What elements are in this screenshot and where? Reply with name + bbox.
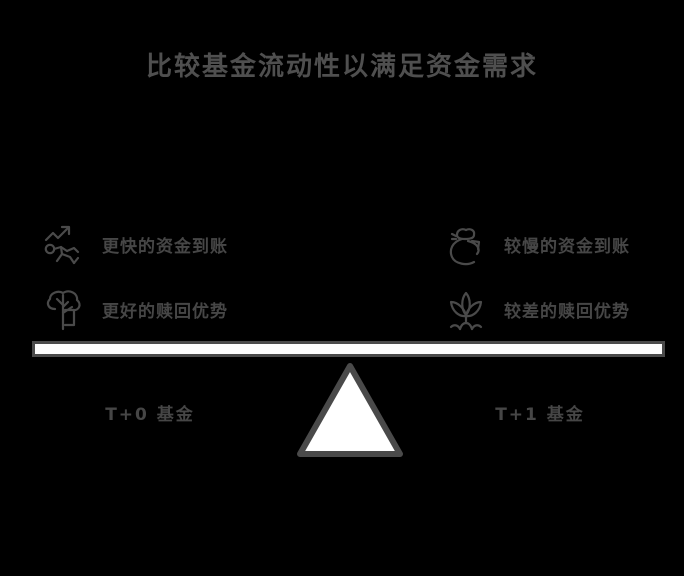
left-side-features: 更快的资金到账 更好的赎回优势 — [38, 212, 328, 342]
left-feature-label-2: 更好的赎回优势 — [102, 302, 228, 322]
fulcrum-triangle — [296, 362, 404, 458]
sprout-plant-icon — [440, 284, 492, 336]
left-feature-row-2: 更好的赎回优势 — [38, 277, 328, 342]
left-feature-row-1: 更快的资金到账 — [38, 212, 328, 277]
left-feature-label-1: 更快的资金到账 — [102, 237, 228, 257]
tree-icon — [38, 284, 90, 336]
running-person-uptrend-icon — [38, 219, 90, 271]
right-feature-row-1: 较慢的资金到账 — [440, 212, 684, 277]
right-pan-label: T+1 基金 — [495, 405, 585, 425]
right-feature-row-2: 较差的赎回优势 — [440, 277, 684, 342]
money-bag-arrow-icon — [440, 219, 492, 271]
balance-beam — [32, 341, 665, 357]
page-title: 比较基金流动性以满足资金需求 — [145, 52, 538, 82]
right-feature-label-2: 较差的赎回优势 — [504, 302, 630, 322]
left-pan-label: T+0 基金 — [105, 405, 195, 425]
right-feature-label-1: 较慢的资金到账 — [504, 237, 630, 257]
right-side-features: 较慢的资金到账 — [440, 212, 684, 342]
